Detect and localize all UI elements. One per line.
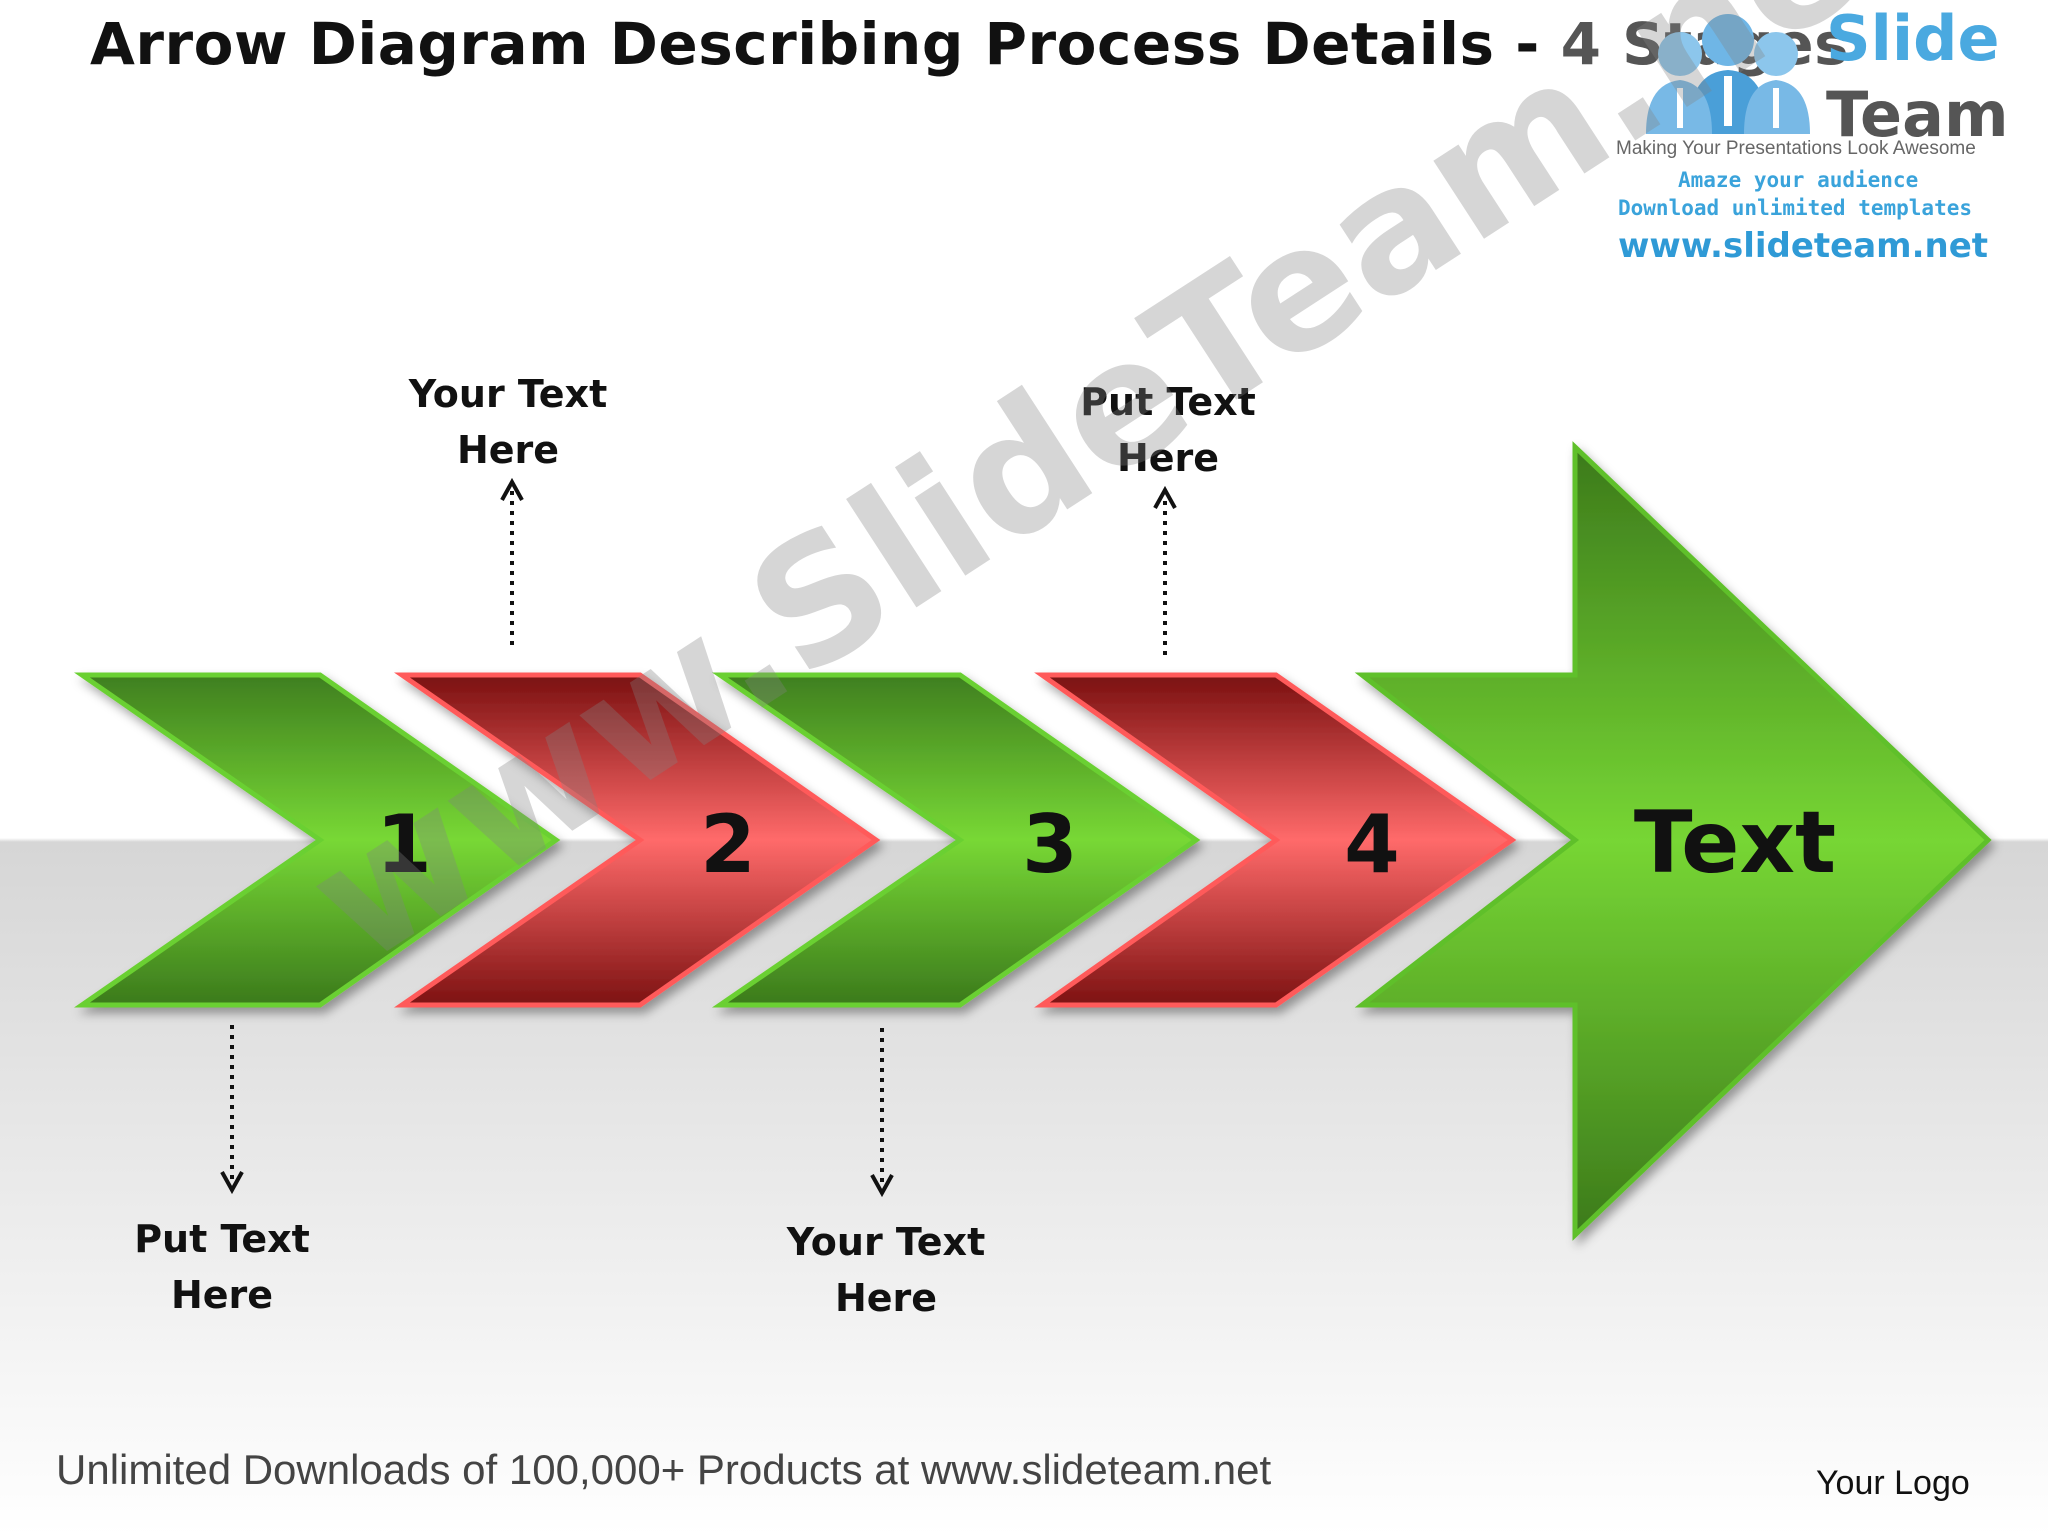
callout-top-right-line1: Put Text (1080, 380, 1256, 424)
title-main: Arrow Diagram Describing Process Details… (90, 10, 1540, 78)
callout-bottom-mid: Your Text Here (736, 1214, 1036, 1326)
logo-placeholder: Your Logo (1816, 1464, 1970, 1502)
stage-3-shape (711, 672, 1201, 1008)
stage-3-number: 3 (1022, 798, 1078, 891)
brand-slide: Slide (1826, 2, 2000, 75)
stage-1-shape (74, 672, 561, 1008)
callout-bottom-left-line1: Put Text (134, 1217, 310, 1261)
stage-3-chevron: 3 (711, 672, 1201, 1008)
people-group-icon (1646, 14, 1810, 134)
callout-top-right-line2: Here (1116, 436, 1220, 480)
final-arrow-label: Text (1634, 793, 1836, 893)
arrowhead-up-icon (1153, 485, 1177, 509)
connector-top-left (500, 477, 524, 645)
callout-bottom-left: Put Text Here (72, 1211, 372, 1323)
callout-top-left-line1: Your Text (408, 372, 608, 416)
brand-team: Team (1826, 78, 2009, 151)
callout-bottom-mid-line1: Your Text (786, 1220, 986, 1264)
brand-tagline: Making Your Presentations Look Awesome (1616, 138, 1976, 159)
final-arrow-shape (1354, 441, 1992, 1241)
connector-top-right (1153, 485, 1177, 655)
stage-2-number: 2 (700, 798, 756, 891)
stage-2-chevron: 2 (394, 672, 881, 1008)
callout-top-left: Your Text Here (358, 366, 658, 478)
final-arrow: Text (1354, 441, 1992, 1241)
brand-url[interactable]: www.slideteam.net (1618, 226, 1989, 266)
callout-bottom-mid-line2: Here (834, 1276, 938, 1320)
stage-4-chevron: 4 (1034, 672, 1517, 1008)
stage-4-shape (1034, 672, 1517, 1008)
connector-bottom-mid (870, 1028, 894, 1198)
arrowhead-down-icon (870, 1174, 894, 1198)
stage-2-shape (394, 672, 881, 1008)
callout-top-left-line2: Here (456, 428, 560, 472)
footer-text: Unlimited Downloads of 100,000+ Products… (56, 1446, 1272, 1493)
stage-1-chevron: 1 (74, 672, 561, 1008)
arrowhead-up-icon (500, 477, 524, 501)
stage-1-number: 1 (376, 798, 432, 891)
slideteam-logo: Slide Team Making Your Presentations Loo… (1608, 0, 2028, 270)
arrowhead-down-icon (220, 1171, 244, 1195)
connector-bottom-left (220, 1025, 244, 1195)
callout-top-right: Put Text Here (1018, 374, 1318, 486)
stage-4-number: 4 (1344, 798, 1400, 891)
brand-line2: Download unlimited templates (1618, 196, 1973, 220)
brand-line1: Amaze your audience (1678, 168, 1919, 192)
callout-bottom-left-line2: Here (170, 1273, 274, 1317)
